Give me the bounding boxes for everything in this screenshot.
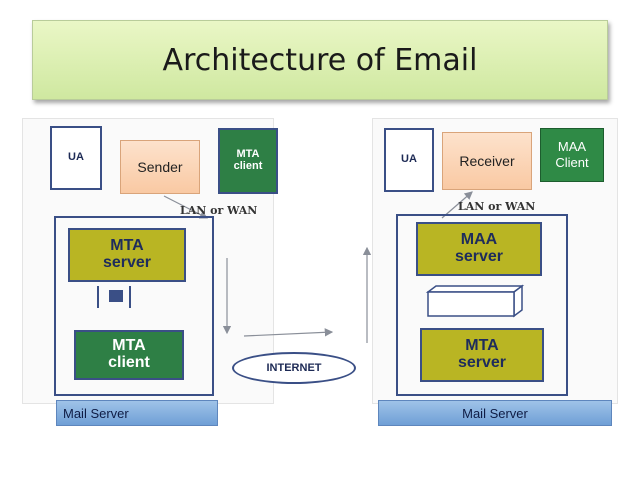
- slide-title: Architecture of Email: [162, 42, 478, 78]
- sender-label-box: Sender: [120, 140, 200, 194]
- internet-ellipse: INTERNET: [232, 352, 356, 384]
- left-footer-label: Mail Server: [63, 405, 129, 421]
- right-maa-server-box: MAA server: [416, 222, 542, 276]
- title-banner: Architecture of Email: [32, 20, 608, 100]
- mta-connector-block: [109, 290, 123, 302]
- maa-client-line1: MAA: [557, 138, 587, 154]
- left-mta-client-top-box: MTA client: [218, 128, 278, 194]
- maa-server-line1: MAA: [460, 231, 498, 249]
- left-ua-label: UA: [68, 151, 84, 164]
- lan-right-arrow: [441, 191, 473, 219]
- receiver-label: Receiver: [459, 153, 515, 169]
- mta-client-line1: MTA: [112, 337, 146, 355]
- sender-label: Sender: [137, 159, 183, 175]
- right-mta-server-line2: server: [457, 354, 507, 371]
- mta-server-line1: MTA: [110, 237, 144, 255]
- email-architecture-diagram: UA Sender MTA client LAN or WAN MTA serv…: [22, 118, 618, 428]
- right-mta-server-box: MTA server: [420, 328, 544, 382]
- receiver-label-box: Receiver: [442, 132, 532, 190]
- internet-arrow: [243, 328, 334, 337]
- mta-server-line2: server: [102, 254, 152, 271]
- left-mail-server-footer: Mail Server: [56, 400, 218, 426]
- left-ua-box: UA: [50, 126, 102, 190]
- right-mta-server-line1: MTA: [465, 337, 499, 355]
- mta-client-line2: client: [108, 354, 150, 371]
- right-lan-label: LAN or WAN: [458, 200, 536, 213]
- right-footer-label: Mail Server: [462, 405, 528, 421]
- right-ua-label: UA: [401, 153, 417, 166]
- right-ua-box: UA: [384, 128, 434, 192]
- maa-client-line2: Client: [555, 155, 589, 170]
- mta-client-top-line1: MTA: [236, 148, 260, 161]
- mta-client-top-line2: client: [233, 160, 263, 172]
- queue-prism: [425, 284, 525, 318]
- left-mta-server-box: MTA server: [68, 228, 186, 282]
- right-mail-server-footer: Mail Server: [378, 400, 612, 426]
- internet-label: INTERNET: [266, 362, 322, 374]
- left-mta-client-box: MTA client: [74, 330, 184, 380]
- left-server-frame: [54, 216, 214, 396]
- connector-lines: [97, 191, 473, 343]
- left-lan-label: LAN or WAN: [180, 204, 258, 217]
- maa-server-line2: server: [454, 248, 504, 265]
- sender-to-server-arrow: [163, 195, 209, 219]
- maa-client-box: MAA Client: [540, 128, 604, 182]
- right-server-frame: [396, 214, 568, 396]
